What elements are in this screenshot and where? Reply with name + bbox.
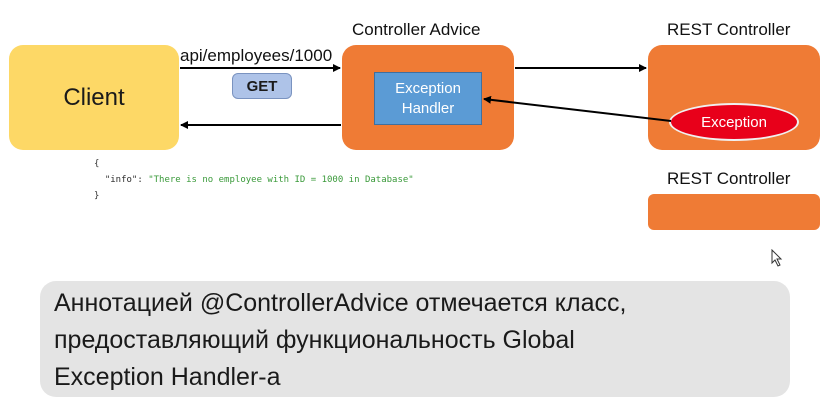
get-method-badge: GET xyxy=(232,73,292,99)
caption-box: Аннотацией @ControllerAdvice отмечается … xyxy=(40,281,790,397)
rest-controller-2-title: REST Controller xyxy=(667,169,791,188)
json-open-brace: { xyxy=(94,159,100,169)
caption-line-1: Аннотацией @ControllerAdvice отмечается … xyxy=(54,289,627,317)
get-method-label: GET xyxy=(246,77,278,95)
json-colon: : xyxy=(137,175,149,185)
client-box: Client xyxy=(9,45,179,150)
json-close-brace: } xyxy=(94,191,100,201)
response-json: { "info": "There is no employee with ID … xyxy=(94,156,414,204)
controller-advice-title: Controller Advice xyxy=(352,20,481,39)
rest-controller-title: REST Controller xyxy=(667,20,791,39)
json-value: "There is no employee with ID = 1000 in … xyxy=(148,175,414,185)
exception-handler-box: Exception Handler xyxy=(374,72,482,125)
caption-line-2: предоставляющий функциональность Global xyxy=(54,326,575,354)
rest-controller-2-box xyxy=(648,194,820,230)
request-url: api/employees/1000 xyxy=(180,46,333,65)
exception-handler-line1: Exception xyxy=(395,79,461,97)
mouse-cursor-icon xyxy=(771,249,783,267)
exception-handler-line2: Handler xyxy=(401,99,455,117)
exception-arrow xyxy=(483,95,672,122)
exception-label: Exception xyxy=(701,113,767,131)
json-key: "info" xyxy=(104,175,138,185)
client-label: Client xyxy=(63,83,125,111)
caption-line-3: Exception Handler-a xyxy=(54,363,281,391)
exception-oval: Exception xyxy=(669,103,799,141)
